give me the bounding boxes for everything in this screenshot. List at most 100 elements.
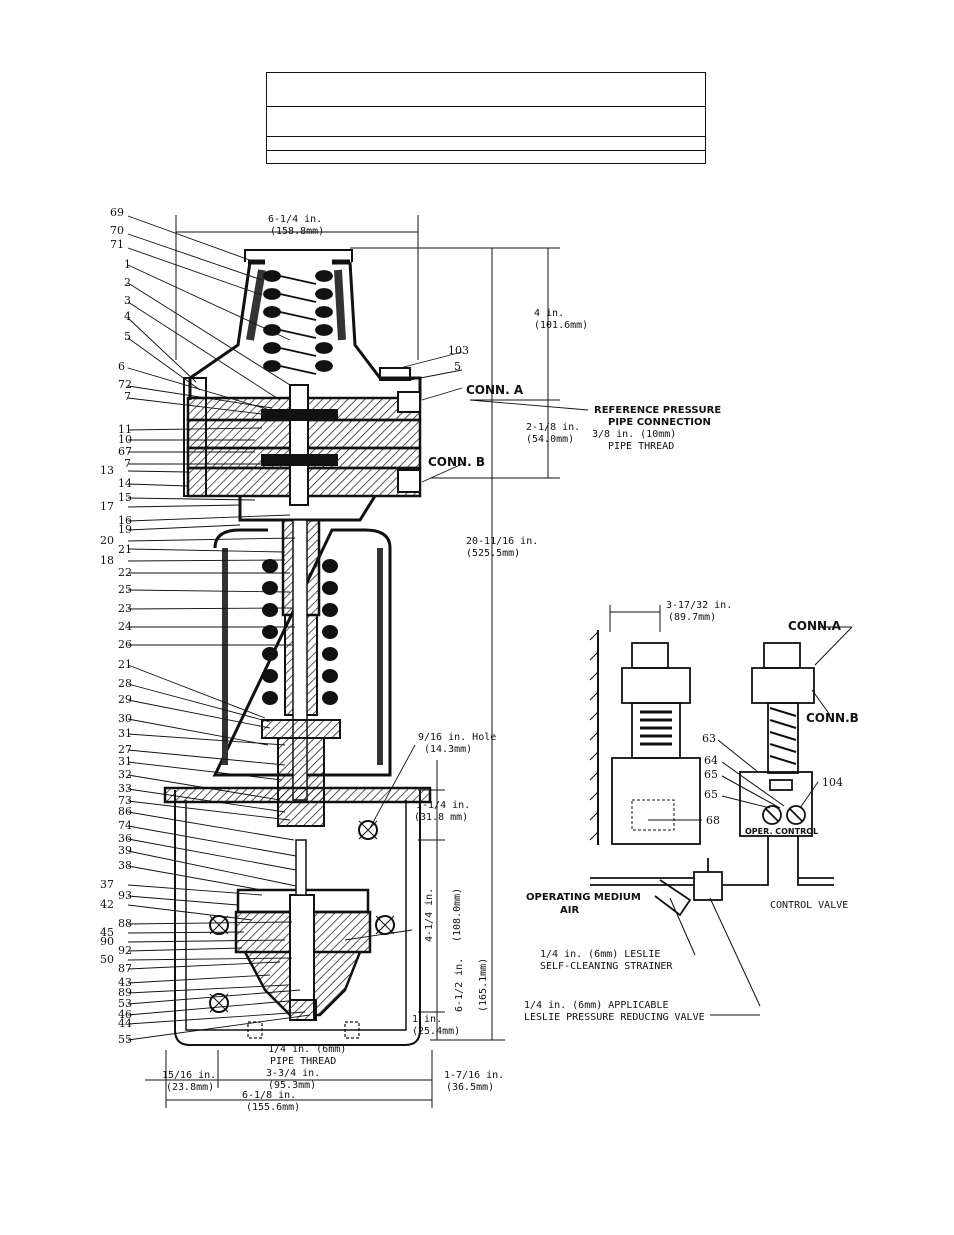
part-number: 24 xyxy=(118,620,132,633)
part-number: 103 xyxy=(448,344,469,357)
part-number: 42 xyxy=(100,898,114,911)
part-number: 71 xyxy=(110,238,124,251)
pipe-size-label: 3/8 in. (10mm) xyxy=(592,429,676,440)
part-number: 45 xyxy=(100,926,114,939)
part-number: 70 xyxy=(110,224,124,237)
dim-bottom-mid: 3-3/4 in. xyxy=(266,1068,320,1079)
part-number: 26 xyxy=(118,638,132,651)
part-number: 30 xyxy=(118,712,132,725)
strainer-label-1: 1/4 in. (6mm) LESLIE xyxy=(540,949,660,960)
dim-hole: 9/16 in. Hole xyxy=(418,732,496,743)
dim-spring-height: 4 in. xyxy=(534,308,564,319)
part-number: 90 xyxy=(100,935,114,948)
dim-d1-mm: (31.8 mm) xyxy=(414,812,468,823)
part-number: 28 xyxy=(118,677,132,690)
part-number: 68 xyxy=(706,814,720,827)
part-number: 44 xyxy=(118,1017,132,1030)
part-number: 37 xyxy=(100,878,114,891)
leader-lines xyxy=(127,215,589,1041)
dim-detail-depth-mm: (89.7mm) xyxy=(668,612,716,623)
part-number: 23 xyxy=(118,602,132,615)
dim-d1: 1-1/4 in. xyxy=(416,800,470,811)
part-number: 31 xyxy=(118,755,132,768)
part-number: 104 xyxy=(822,776,843,789)
title-block xyxy=(266,72,706,164)
part-number: 74 xyxy=(118,819,132,832)
dim-left-offset: 15/16 in. xyxy=(162,1070,216,1081)
detail-labels: 3-17/32 in. (89.7mm) CONN.A CONN.B OPER.… xyxy=(524,600,859,1023)
reducing-valve-label-1: 1/4 in. (6mm) APPLICABLE xyxy=(524,1000,669,1011)
conn-a-label: CONN. A xyxy=(466,383,524,397)
dim-d4-mm: (25.4mm) xyxy=(412,1026,460,1037)
part-number: 16 xyxy=(118,514,132,527)
part-number: 31 xyxy=(118,727,132,740)
part-number: 46 xyxy=(118,1008,132,1021)
part-number: 21 xyxy=(118,543,132,556)
part-number: 32 xyxy=(118,768,132,781)
part-number: 39 xyxy=(118,844,132,857)
top-spring xyxy=(263,270,333,375)
part-number: 22 xyxy=(118,566,132,579)
part-number-labels: 6970711234567271110677131415171619202118… xyxy=(100,206,132,1046)
dim-top-width: 6-1/4 in. xyxy=(268,214,322,225)
part-number: 43 xyxy=(118,976,132,989)
dim-d2-mm: (108.0mm) xyxy=(452,888,463,942)
part-number: 18 xyxy=(100,554,114,567)
part-number: 53 xyxy=(118,997,132,1010)
part-number: 64 xyxy=(704,754,718,767)
part-number: 73 xyxy=(118,794,132,807)
part-number: 87 xyxy=(118,962,132,975)
part-number: 67 xyxy=(118,445,132,458)
dim-overall-height: 20-11/16 in. xyxy=(466,536,538,547)
part-number: 6 xyxy=(118,360,125,373)
title-rule xyxy=(267,136,705,137)
detail-conn-a-label: CONN.A xyxy=(788,619,842,633)
part-number: 19 xyxy=(118,523,132,536)
part-number: 25 xyxy=(118,583,132,596)
dim-left-offset-mm: (23.8mm) xyxy=(166,1082,214,1093)
part-number: 10 xyxy=(118,433,132,446)
part-number: 69 xyxy=(110,206,124,219)
dimension-lines xyxy=(145,215,560,1108)
reference-pressure-label: REFERENCE PRESSURE xyxy=(594,405,721,416)
dim-d3-mm: (165.1mm) xyxy=(478,958,489,1012)
part-number: 93 xyxy=(118,889,132,902)
dim-pipe-thread: PIPE THREAD xyxy=(270,1056,336,1067)
dim-detail-depth: 3-17/32 in. xyxy=(666,600,732,611)
part-number: 92 xyxy=(118,944,132,957)
part-number: 29 xyxy=(118,693,132,706)
dim-conn-spacing-mm: (54.0mm) xyxy=(526,434,574,445)
part-number: 72 xyxy=(118,378,132,391)
dim-spring-height-mm: (101.6mm) xyxy=(534,320,588,331)
dim-bottom-mid-mm: (95.3mm) xyxy=(268,1080,316,1091)
part-number: 20 xyxy=(100,534,114,547)
part-number: 13 xyxy=(100,464,114,477)
part-number: 2 xyxy=(124,276,131,289)
dim-right-offset-mm: (36.5mm) xyxy=(446,1082,494,1093)
control-valve-label: CONTROL VALVE xyxy=(770,900,848,911)
part-number: 38 xyxy=(118,859,132,872)
operating-air-label: AIR xyxy=(560,905,579,916)
pipe-connection-label: PIPE CONNECTION xyxy=(608,417,711,428)
part-number: 3 xyxy=(124,294,131,307)
part-number: 27 xyxy=(118,743,132,756)
part-number: 36 xyxy=(118,832,132,845)
part-number: 86 xyxy=(118,805,132,818)
conn-b-label: CONN. B xyxy=(428,455,485,469)
part-number: 21 xyxy=(118,658,132,671)
part-number: 50 xyxy=(100,953,114,966)
part-number: 5 xyxy=(454,360,461,373)
part-number: 55 xyxy=(118,1033,132,1046)
part-number: 7 xyxy=(124,390,131,403)
title-rule xyxy=(267,150,705,151)
dim-overall-height-mm: (525.5mm) xyxy=(466,548,520,559)
part-number: 65 xyxy=(704,768,718,781)
part-number: 5 xyxy=(124,330,131,343)
part-number: 4 xyxy=(124,310,131,323)
operating-medium-label: OPERATING MEDIUM xyxy=(526,892,641,903)
part-number: 15 xyxy=(118,491,132,504)
